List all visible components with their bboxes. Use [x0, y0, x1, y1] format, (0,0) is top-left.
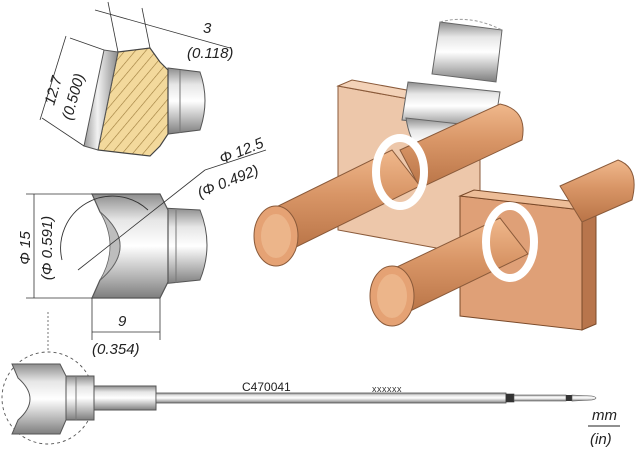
- right-rod-end: [559, 159, 635, 223]
- upper-rod-back: [399, 103, 524, 189]
- radius-leader: [77, 169, 206, 271]
- left-joint-ring: [372, 134, 428, 210]
- units-mm: mm: [592, 407, 617, 424]
- application-view: [253, 18, 635, 331]
- units-legend: mm (in): [588, 407, 620, 448]
- depth-in-label: (0.354): [92, 341, 140, 358]
- radius-leader-tail: [204, 149, 267, 171]
- batch-code: xxxxxx: [372, 384, 402, 394]
- ext-line-t2: [141, 7, 151, 49]
- section-hatch: [97, 47, 169, 157]
- part-number: C470041: [242, 380, 291, 394]
- lower-rod-end-face: [377, 274, 407, 318]
- section-collar: [167, 67, 206, 135]
- front-view: Φ 12.5 (Φ 0.492) Φ 15 (Φ 0.591) 9 (0.354…: [17, 134, 267, 358]
- left-rod-end-face: [261, 214, 291, 258]
- radius-in-label: (Φ 0.492): [195, 162, 261, 202]
- front-cavity: [99, 211, 121, 281]
- cartridge-band: [505, 393, 515, 403]
- thickness-in-label: (0.118): [187, 45, 233, 62]
- front-plate-side: [581, 203, 597, 331]
- radius-arc: [60, 195, 149, 261]
- front-collar: [161, 207, 208, 285]
- units-in: (in): [590, 431, 612, 448]
- width-mm-label: Φ 15: [17, 231, 34, 265]
- width-in-label: (Φ 0.591): [39, 216, 56, 280]
- cartridge-head: [11, 363, 67, 435]
- cartridge-neck: [93, 385, 157, 411]
- dim-line-thickness: [94, 9, 231, 49]
- cartridge-pin-band: [566, 395, 572, 401]
- ext-line-t1: [107, 1, 119, 53]
- ext-line-bottom: [41, 117, 85, 147]
- cartridge-view: C470041 xxxxxx: [1, 312, 597, 445]
- cartridge-contact-tip: [571, 394, 597, 402]
- dim-line-length: [39, 35, 67, 121]
- lower-joint-ring: [482, 202, 538, 282]
- cartridge-shaft: [155, 392, 507, 404]
- thickness-mm-label: 3: [203, 20, 212, 37]
- radius-mm-label: Φ 12.5: [217, 134, 267, 167]
- tip-shaft-cut: [439, 18, 503, 31]
- section-view: 12.7 (0.500) 3 (0.118): [39, 1, 233, 157]
- tip-shaft: [431, 21, 503, 83]
- depth-mm-label: 9: [118, 313, 127, 330]
- ext-line-top: [69, 37, 105, 51]
- cartridge-pin: [513, 394, 567, 402]
- front-body: [91, 193, 169, 299]
- cartridge-collar: [65, 375, 95, 421]
